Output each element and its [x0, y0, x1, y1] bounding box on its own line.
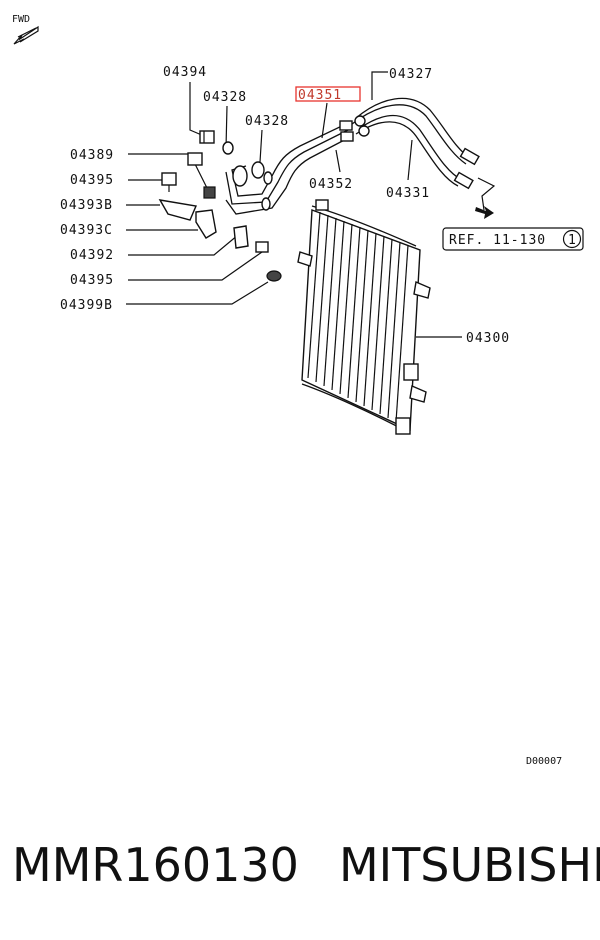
highlight-box — [295, 86, 361, 102]
label-04328-upper: 04328 — [203, 90, 247, 105]
label-04392: 04392 — [70, 248, 114, 263]
bracket-04393c-icon — [195, 209, 217, 239]
clip-04392-icon — [233, 225, 249, 249]
oil-cooler-core — [297, 199, 431, 435]
label-04331: 04331 — [386, 186, 430, 201]
grommet-04399b-icon — [266, 270, 282, 282]
label-04393b: 04393B — [60, 198, 113, 213]
reference-box[interactable]: REF. 11-130 1 — [442, 227, 584, 251]
label-04395-lower: 04395 — [70, 273, 114, 288]
label-04389: 04389 — [70, 148, 114, 163]
label-04352: 04352 — [309, 177, 353, 192]
bolt-04394-icon — [199, 130, 215, 144]
oil-cooler-tubes — [222, 120, 354, 215]
label-04351[interactable]: 04351 — [298, 88, 342, 103]
bracket-04393b-icon — [158, 199, 197, 221]
label-04393c: 04393C — [60, 223, 113, 238]
fwd-label: FWD — [12, 14, 30, 25]
bolt-04395-lower-icon — [255, 241, 269, 253]
reference-circle-number: 1 — [568, 233, 577, 248]
part-footer: MMR160130 MITSUBISHI — [12, 838, 600, 908]
bolt-upper-icon — [187, 152, 203, 166]
label-04395-upper: 04395 — [70, 173, 114, 188]
bolt-04395-icon — [161, 172, 177, 192]
label-04328-lower: 04328 — [245, 114, 289, 129]
brand-name: MITSUBISHI — [338, 838, 600, 892]
cooler-fins — [307, 211, 409, 423]
arrow-to-reference-icon — [475, 206, 494, 219]
reference-text: REF. 11-130 — [449, 233, 546, 248]
nut-04389-icon — [203, 186, 216, 199]
label-04300: 04300 — [466, 331, 510, 346]
label-04327: 04327 — [389, 67, 433, 82]
leader-lines — [126, 71, 496, 338]
oil-cooler-hoses — [351, 97, 480, 190]
label-04399b: 04399B — [60, 298, 113, 313]
label-04394: 04394 — [163, 65, 207, 80]
fwd-arrow-icon — [13, 25, 39, 45]
part-number: MMR160130 — [12, 838, 299, 892]
diagram-code: D00007 — [526, 756, 562, 767]
